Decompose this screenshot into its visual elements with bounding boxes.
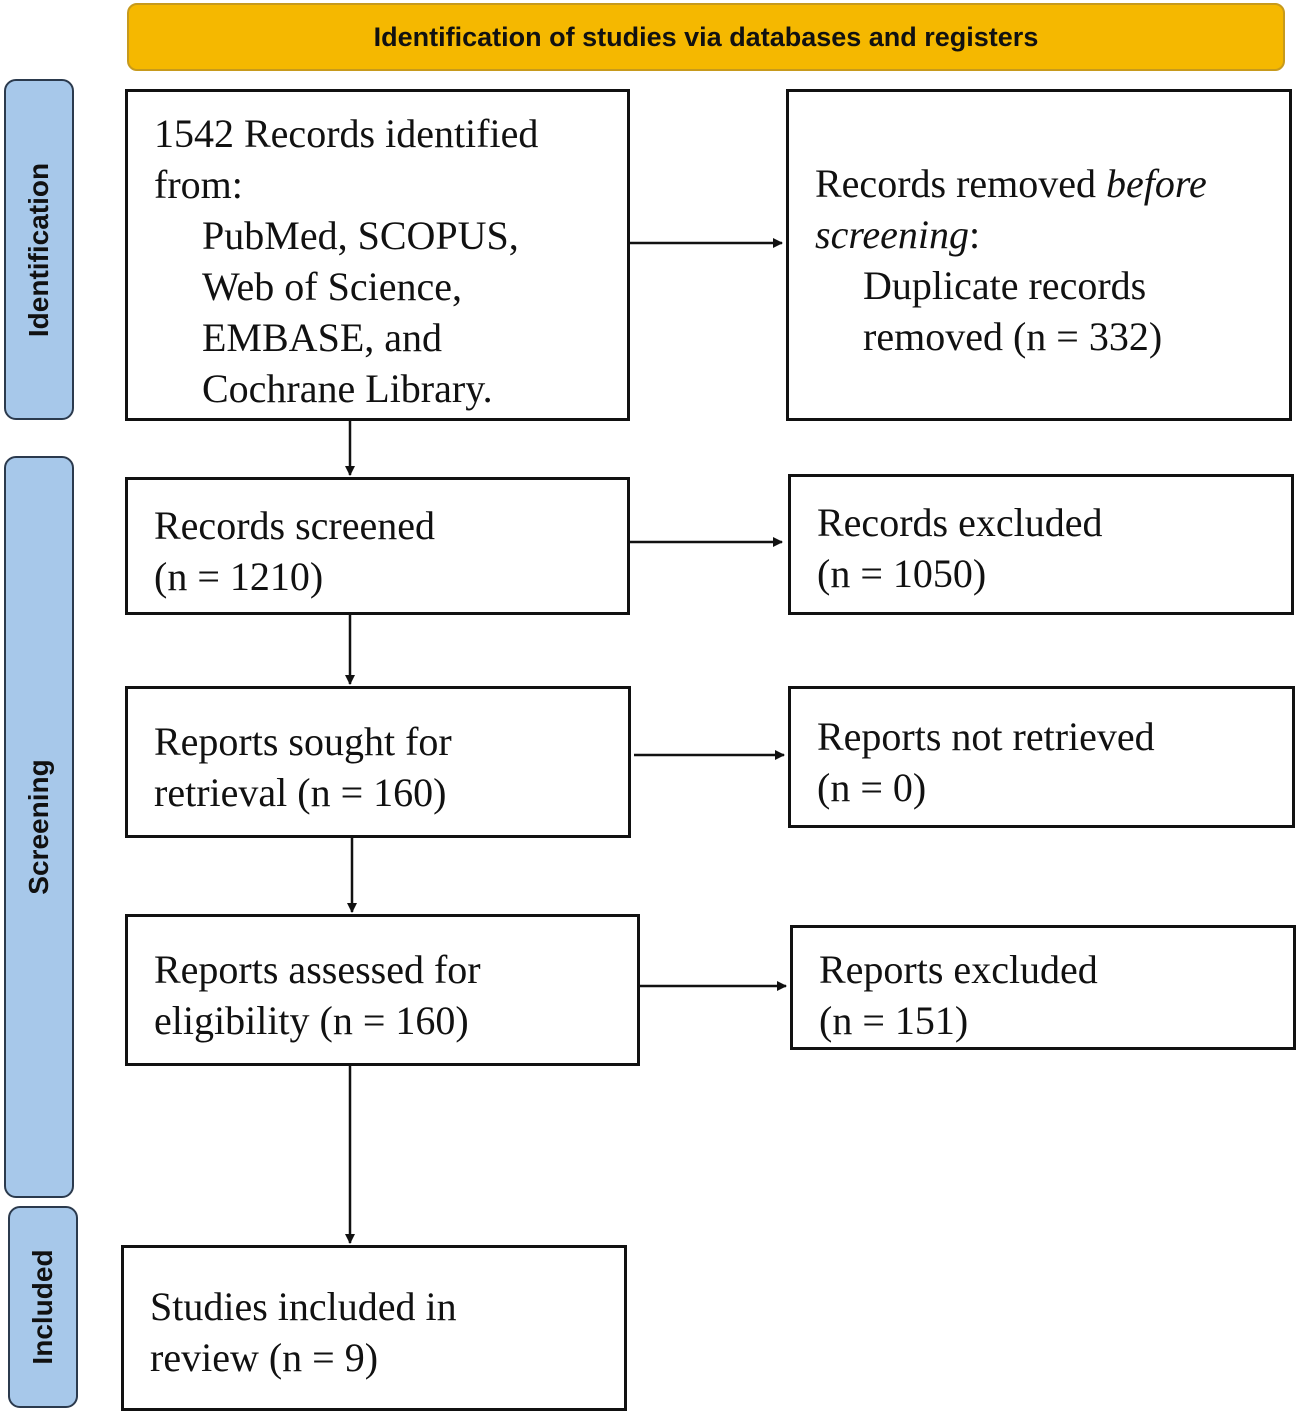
source-pubmed-scopus: PubMed, SCOPUS, bbox=[202, 213, 519, 258]
records-removed-colon: : bbox=[969, 212, 981, 257]
source-web-of-science: Web of Science, bbox=[202, 264, 462, 309]
reports-not-retrieved-box: Reports not retrieved (n = 0) bbox=[788, 686, 1295, 828]
source-cochrane: Cochrane Library. bbox=[202, 366, 493, 411]
reports-sought-box: Reports sought for retrieval (n = 160) bbox=[125, 686, 631, 838]
source-embase: EMBASE, and bbox=[202, 315, 442, 360]
reports-not-retrieved-count: (n = 0) bbox=[817, 765, 927, 810]
reports-sought-label: Reports sought for bbox=[154, 719, 452, 764]
records-excluded-label: Records excluded bbox=[817, 500, 1103, 545]
records-excluded-count: (n = 1050) bbox=[817, 551, 987, 596]
records-removed-screening: screening bbox=[815, 212, 970, 257]
studies-included-count: review (n = 9) bbox=[150, 1335, 379, 1380]
identification-banner: Identification of studies via databases … bbox=[127, 3, 1285, 71]
records-removed-screening-line: screening: bbox=[815, 209, 1279, 260]
phase-included-label: Included bbox=[27, 1249, 58, 1365]
phase-included: Included bbox=[8, 1206, 78, 1408]
records-screened-count: (n = 1210) bbox=[154, 554, 324, 599]
records-identified-count: 1542 Records identified bbox=[154, 111, 539, 156]
reports-excluded-box: Reports excluded (n = 151) bbox=[790, 925, 1296, 1050]
duplicate-records-count: removed (n = 332) bbox=[863, 314, 1163, 359]
duplicate-records-label: Duplicate records bbox=[863, 263, 1147, 308]
phase-screening: Screening bbox=[4, 456, 74, 1198]
records-excluded-box: Records excluded (n = 1050) bbox=[788, 474, 1294, 615]
records-screened-label: Records screened bbox=[154, 503, 435, 548]
phase-identification: Identification bbox=[4, 79, 74, 420]
reports-assessed-label: Reports assessed for bbox=[154, 947, 481, 992]
studies-included-label: Studies included in bbox=[150, 1284, 457, 1329]
reports-excluded-count: (n = 151) bbox=[819, 998, 969, 1043]
studies-included-box: Studies included in review (n = 9) bbox=[121, 1245, 627, 1411]
reports-excluded-label: Reports excluded bbox=[819, 947, 1098, 992]
reports-assessed-count: eligibility (n = 160) bbox=[154, 998, 469, 1043]
records-identified-box: 1542 Records identified from: PubMed, SC… bbox=[125, 89, 630, 421]
records-identified-from: from: bbox=[154, 162, 243, 207]
banner-title: Identification of studies via databases … bbox=[373, 21, 1039, 52]
records-screened-box: Records screened (n = 1210) bbox=[125, 477, 630, 615]
records-removed-before: before bbox=[1106, 161, 1207, 206]
reports-not-retrieved-label: Reports not retrieved bbox=[817, 714, 1155, 759]
phase-screening-label: Screening bbox=[23, 759, 54, 895]
reports-sought-count: retrieval (n = 160) bbox=[154, 770, 447, 815]
reports-assessed-box: Reports assessed for eligibility (n = 16… bbox=[125, 914, 640, 1066]
records-removed-heading: Records removed before bbox=[815, 158, 1279, 209]
records-removed-box: Records removed before screening: Duplic… bbox=[786, 89, 1292, 421]
phase-identification-label: Identification bbox=[23, 162, 54, 337]
records-removed-prefix: Records removed bbox=[815, 161, 1107, 206]
